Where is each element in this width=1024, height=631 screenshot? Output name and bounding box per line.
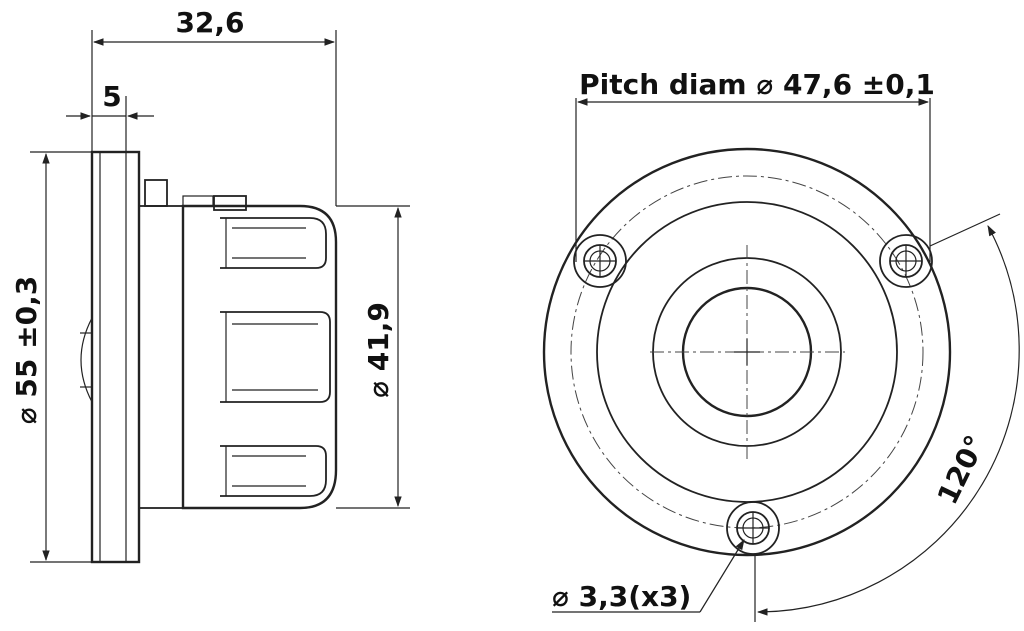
svg-text:⌀ 3,3(x3): ⌀ 3,3(x3) bbox=[552, 580, 691, 613]
diameter-symbol: ⌀ bbox=[552, 580, 569, 613]
diameter-symbol: ⌀ bbox=[10, 407, 43, 424]
dim-hole-spec: ⌀ 3,3(x3) bbox=[552, 539, 745, 613]
dim-flange-diameter: ⌀ 55 ±0,3 bbox=[10, 151, 92, 563]
dim-angle: 120° bbox=[754, 213, 1020, 622]
flange-plate bbox=[90, 150, 141, 564]
overall-depth-value: 32,6 bbox=[175, 6, 244, 39]
front-view: Pitch diam ⌀ 47,6 ±0,1 ⌀ 3,3(x3) 120° bbox=[542, 68, 1020, 622]
dim-flange-thickness: 5 bbox=[66, 80, 154, 152]
mounting-hole-left bbox=[573, 234, 627, 288]
dim-body-diameter: ⌀ 41,9 bbox=[336, 205, 410, 509]
motor-body bbox=[181, 204, 338, 510]
dome-profile bbox=[80, 317, 93, 403]
side-view: 32,6 5 ⌀ 55 ±0,3 ⌀ 41,9 bbox=[10, 6, 410, 564]
terminal-right bbox=[213, 195, 247, 211]
flange-thickness-value: 5 bbox=[102, 80, 121, 113]
pitch-label: Pitch diam bbox=[579, 68, 747, 101]
svg-text:Pitch diam ⌀ 4: Pitch diam ⌀ 47,6 ±0,1 bbox=[579, 68, 935, 101]
dim-overall-depth: 32,6 bbox=[91, 6, 337, 206]
hole-spec-value: 3,3(x3) bbox=[579, 580, 692, 613]
pitch-value: 47,6 ±0,1 bbox=[783, 68, 935, 101]
svg-text:⌀ 41,9: ⌀ 41,9 bbox=[362, 302, 395, 398]
diameter-symbol: ⌀ bbox=[756, 68, 773, 101]
body-diameter-value: 41,9 bbox=[362, 302, 395, 371]
cooling-fins bbox=[220, 217, 331, 497]
svg-text:⌀ 55 ±0,3: ⌀ 55 ±0,3 bbox=[10, 276, 43, 424]
diameter-symbol: ⌀ bbox=[362, 381, 395, 398]
dim-pitch-diameter: Pitch diam ⌀ 47,6 ±0,1 bbox=[575, 68, 935, 262]
rear-step bbox=[138, 205, 184, 509]
angle-value: 120° bbox=[931, 430, 992, 510]
flange-diameter-value: 55 ±0,3 bbox=[10, 276, 43, 398]
terminal-left bbox=[144, 179, 168, 207]
mounting-hole-right bbox=[879, 234, 933, 288]
